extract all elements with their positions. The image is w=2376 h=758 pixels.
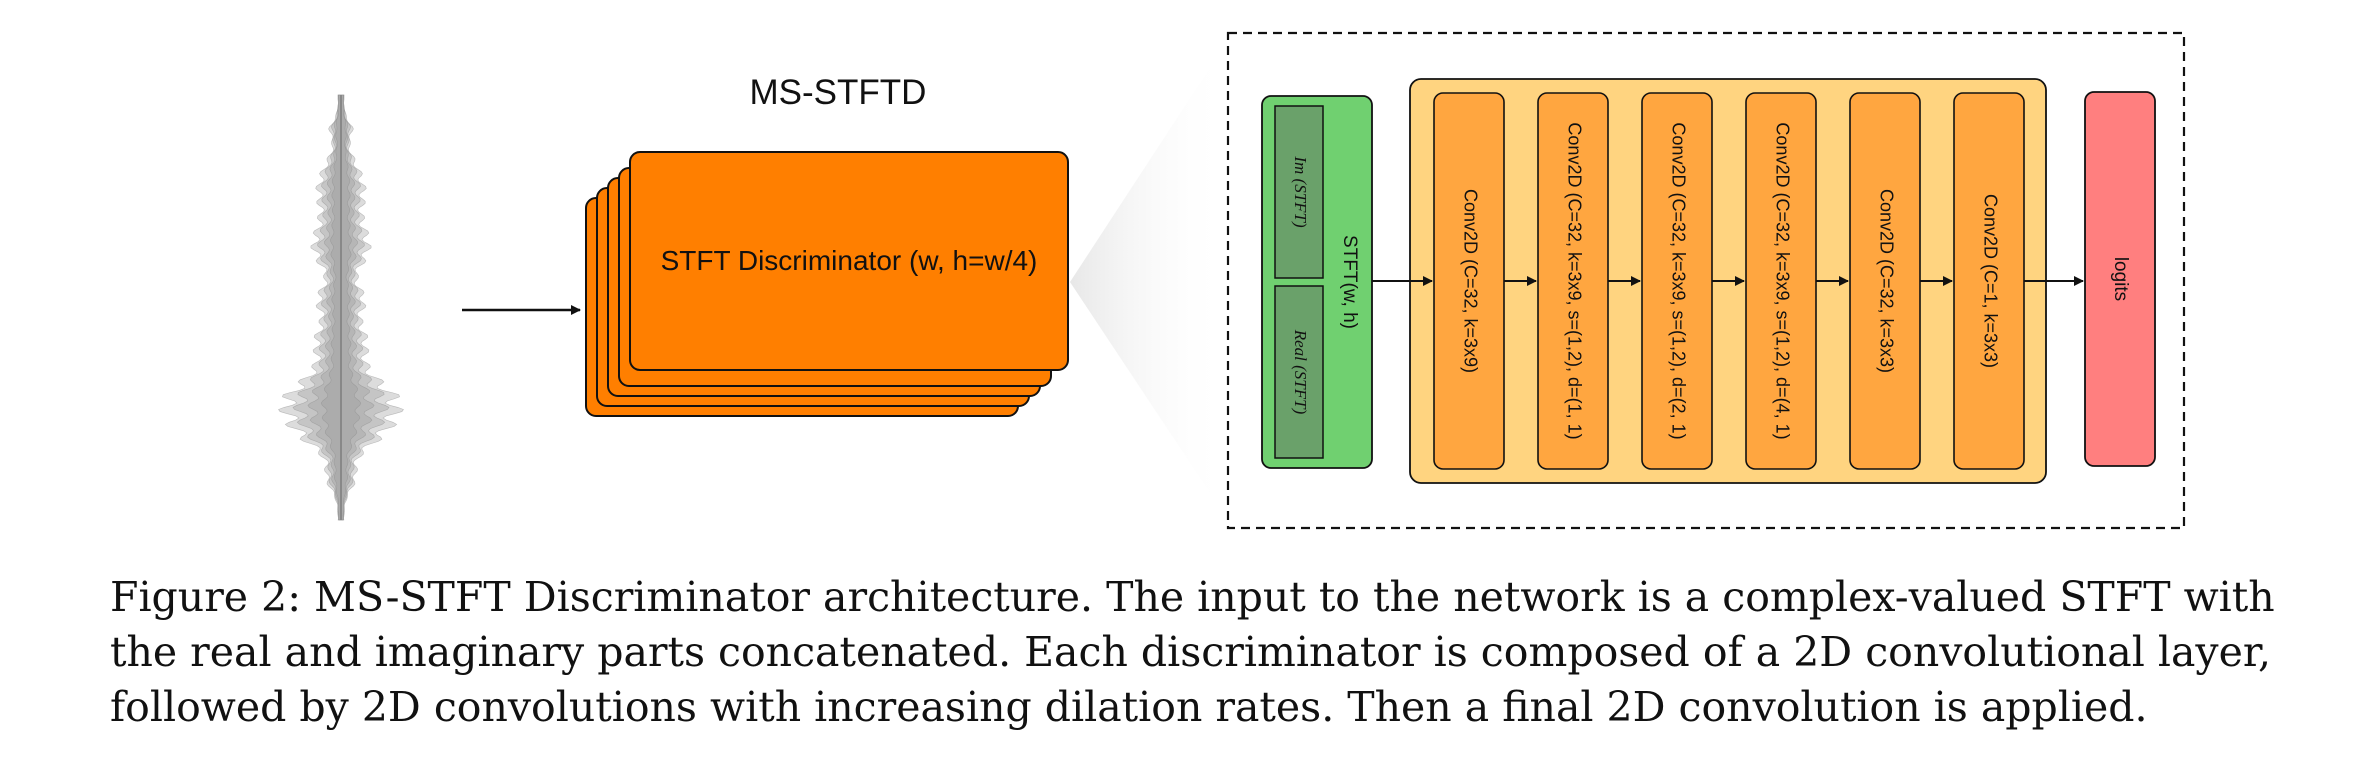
stft-discriminator-stack: STFT Discriminator (w, h=w/4) [585, 151, 1069, 417]
conv-layer-label: Conv2D (C=32, k=3x9, s=(1,2), d=(2, 1) [1668, 122, 1688, 439]
im-stft-label: Im (STFT) [1291, 155, 1310, 228]
real-stft-box [1274, 285, 1324, 459]
real-stft-label: Real (STFT) [1291, 329, 1310, 415]
conv-layer-label: Conv2D (C=32, k=3x9, s=(1,2), d=(4, 1) [1772, 122, 1792, 439]
conv-layer-label: Conv2D (C=32, k=3x9, s=(1,2), d=(1, 1) [1564, 122, 1584, 439]
logits-block: logits [2084, 91, 2156, 467]
input-block: Im (STFT) Real (STFT) STFT(w, h) [1261, 95, 1373, 469]
architecture-diagram: MS-STFTD STFT Discriminator (w, h=w/4) I… [278, 31, 2186, 530]
zoom-wedge [1070, 40, 1228, 520]
figure-caption: Figure 2: MS-STFT Discriminator architec… [110, 570, 2310, 735]
waveform-icon [278, 94, 404, 521]
diagram-title: MS-STFTD [750, 73, 927, 112]
caption-line-2: the real and imaginary parts concatenate… [110, 628, 2271, 676]
stft-layer-1 [629, 151, 1069, 371]
conv-layer-label: Conv2D (C=32, k=3x9) [1460, 189, 1480, 373]
caption-line-3: followed by 2D convolutions with increas… [110, 683, 2148, 731]
conv-layer-label: Conv2D (C=1, k=3x3) [1980, 194, 2000, 368]
stft-discriminator-label: STFT Discriminator (w, h=w/4) [661, 245, 1038, 276]
logits-label: logits [2110, 257, 2131, 301]
logits-box [2084, 91, 2156, 467]
conv-layer-label: Conv2D (C=32, k=3x3) [1876, 189, 1896, 373]
caption-line-1: Figure 2: MS-STFT Discriminator architec… [110, 573, 2275, 621]
stft-input-label: STFT(w, h) [1339, 235, 1360, 329]
im-stft-box [1274, 105, 1324, 279]
conv-layer-group: Conv2D (C=32, k=3x9) Conv2D (C=32, k=3x9,… [1433, 92, 2025, 470]
detail-panel [1226, 31, 2186, 530]
